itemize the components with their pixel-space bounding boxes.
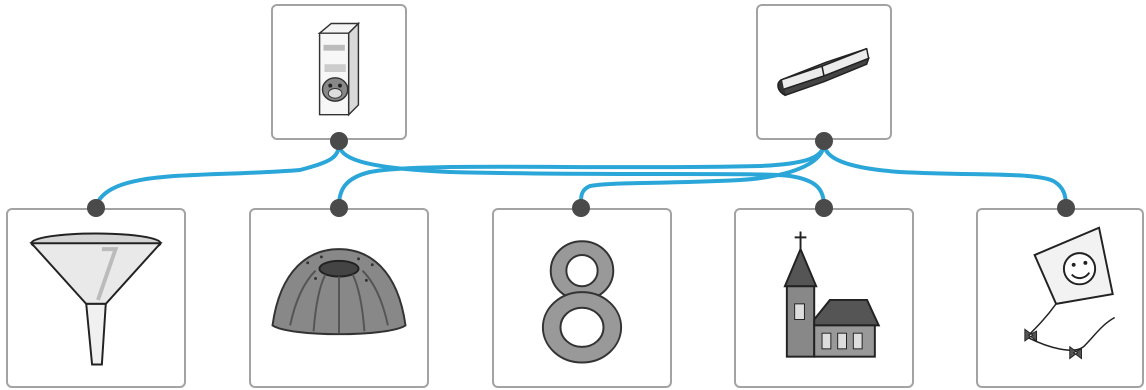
- anchor-kite[interactable]: [1057, 199, 1075, 217]
- card-milk-carton[interactable]: [271, 4, 407, 140]
- anchor-bundt-cake[interactable]: [330, 199, 348, 217]
- card-book[interactable]: [756, 4, 892, 140]
- card-bundt-cake[interactable]: [249, 208, 429, 388]
- anchor-milk-carton[interactable]: [330, 132, 348, 150]
- connector-milk-carton-funnel: [94, 142, 341, 207]
- connector-book-number-eight: [578, 142, 826, 207]
- milk-carton-icon: [317, 21, 361, 117]
- book-icon: [777, 47, 870, 97]
- anchor-church[interactable]: [815, 199, 833, 217]
- anchor-book[interactable]: [815, 132, 833, 150]
- anchor-number-eight[interactable]: [572, 199, 590, 217]
- card-number-eight[interactable]: [492, 208, 672, 388]
- kite-icon: [1024, 226, 1116, 360]
- bundt-cake-icon: [271, 248, 407, 336]
- connector-milk-carton-church: [337, 142, 826, 207]
- number-eight-icon: [541, 240, 623, 364]
- church-icon: [783, 231, 881, 358]
- connector-book-kite: [822, 142, 1068, 207]
- connector-book-bundt-cake: [337, 142, 826, 207]
- funnel-icon: [29, 232, 163, 366]
- card-funnel[interactable]: [6, 208, 186, 388]
- card-kite[interactable]: [976, 208, 1144, 388]
- card-church[interactable]: [734, 208, 914, 388]
- anchor-funnel[interactable]: [87, 199, 105, 217]
